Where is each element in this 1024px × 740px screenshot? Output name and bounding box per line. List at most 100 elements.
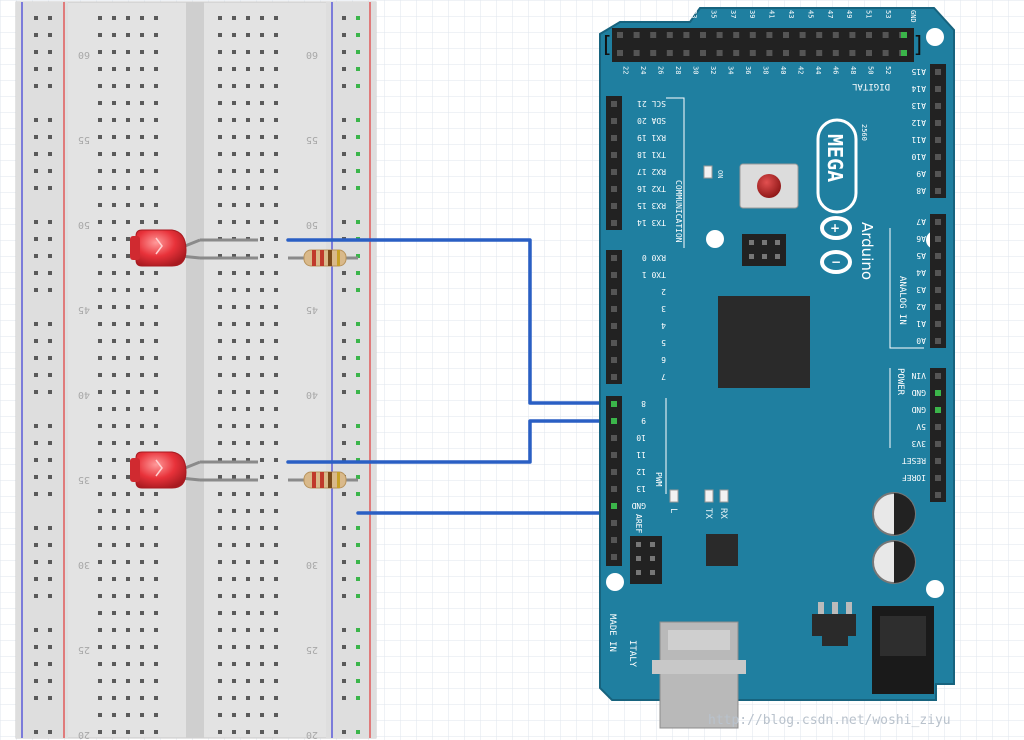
breadboard-hole [218,560,222,564]
breadboard-hole [98,662,102,666]
rail-hole [34,475,38,479]
rail-hole [34,679,38,683]
breadboard-hole [112,577,116,581]
rail-hole [34,390,38,394]
mounting-hole [606,573,624,591]
breadboard-hole [126,611,130,615]
breadboard-hole [232,50,236,54]
breadboard-hole [260,169,264,173]
breadboard-hole [154,679,158,683]
breadboard-hole [98,390,102,394]
rail-hole [342,560,346,564]
breadboard-hole [218,713,222,717]
breadboard-hole [126,390,130,394]
rail-hole [48,16,52,20]
breadboard-hole [260,322,264,326]
breadboard-hole [98,441,102,445]
breadboard-hole [126,475,130,479]
breadboard-hole [260,441,264,445]
breadboard-hole [260,577,264,581]
icsp-header-top [742,234,786,266]
rail-hole [34,594,38,598]
breadboard-hole [140,594,144,598]
breadboard-hole [154,730,158,734]
breadboard-hole [140,509,144,513]
rail-hole [48,373,52,377]
header-pin [935,287,941,293]
breadboard-hole [112,237,116,241]
breadboard-hole [260,424,264,428]
icsp-pin [775,240,780,245]
breadboard-hole [98,186,102,190]
breadboard-hole [140,33,144,37]
header-pin [832,50,839,56]
breadboard-hole [154,305,158,309]
breadboard-hole [98,560,102,564]
wire-led2-pin9 [286,419,616,464]
side-header-pins [611,69,941,560]
breadboard-hole [246,696,250,700]
header-label: 44 [814,66,822,74]
row-number: 50 [306,219,318,230]
rail-hole [48,118,52,122]
power-header [930,368,946,502]
breadboard-hole [274,84,278,88]
rail-hole [356,560,360,564]
rail-hole [342,441,346,445]
breadboard-hole [232,560,236,564]
header-pin [611,503,617,509]
breadboard-hole [232,645,236,649]
icsp-pin [775,254,780,259]
header-pin [935,154,941,160]
breadboard-hole [126,339,130,343]
header-label: 47 [826,10,834,18]
power-led [703,165,713,179]
breadboard-hole [140,679,144,683]
breadboard-hole [246,305,250,309]
svg-text:[: [ [600,33,613,58]
breadboard-hole [126,730,130,734]
breadboard-hole [218,118,222,122]
rail-hole [342,662,346,666]
breadboard-hole [218,288,222,292]
breadboard-hole [232,356,236,360]
header-pin [935,441,941,447]
header-pin [700,32,706,38]
breadboard-hole [140,424,144,428]
breadboard-hole [274,526,278,530]
rail-hole [34,730,38,734]
pin-label: TX3 14 [637,218,666,227]
breadboard-hole [126,220,130,224]
breadboard-hole [98,203,102,207]
rail-hole [342,577,346,581]
header-label: 37 [729,10,737,18]
breadboard-hole [260,543,264,547]
breadboard-hole [140,203,144,207]
breadboard-hole [232,475,236,479]
header-pin [816,50,823,56]
header-pin [901,50,907,56]
breadboard-hole [112,475,116,479]
rail-hole [34,288,38,292]
breadboard-hole [140,118,144,122]
breadboard-hole [112,169,116,173]
breadboard-hole [260,186,264,190]
rail-hole [356,152,360,156]
breadboard-hole [140,271,144,275]
rail-hole [342,169,346,173]
rail-hole [48,67,52,71]
header-pin [700,50,706,56]
rail-hole [34,560,38,564]
pin-label: SCL 21 [637,99,666,108]
pwm-label: PWM [654,472,663,487]
rail-hole [48,254,52,258]
breadboard-hole [218,152,222,156]
pin-label: A11 [911,135,926,144]
header-pin [935,458,941,464]
breadboard-hole [232,254,236,258]
rail-hole [34,424,38,428]
rx-label: RX [718,508,728,519]
breadboard-hole [112,118,116,122]
rail-hole [342,492,346,496]
header-pin [611,306,617,312]
